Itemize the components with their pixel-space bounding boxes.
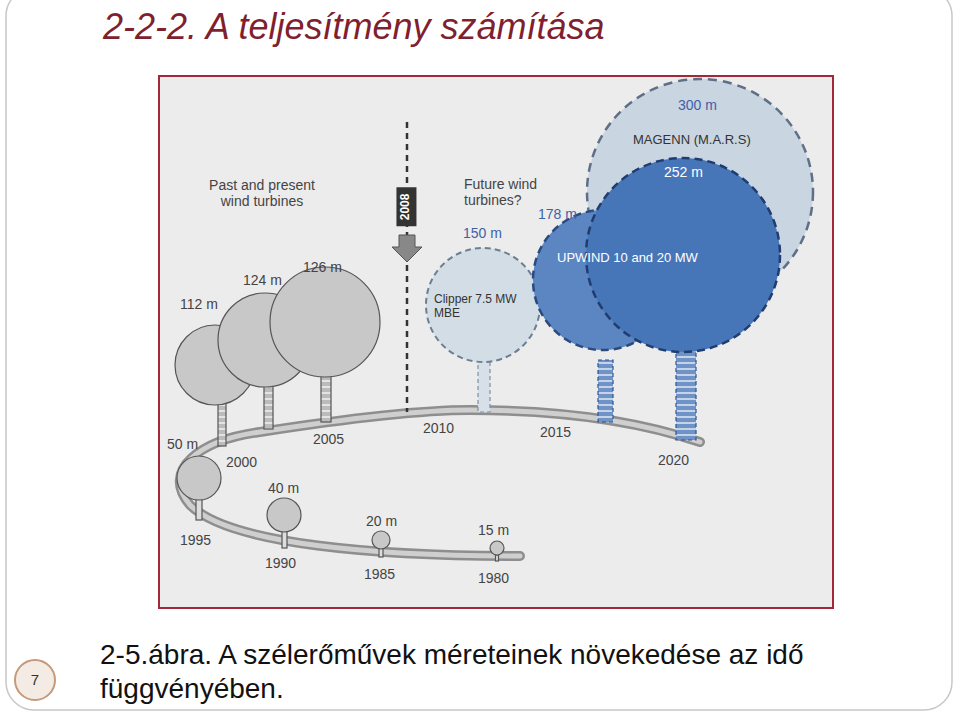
dimension-label: 300 m	[678, 97, 717, 113]
dimension-label: 20 m	[366, 513, 397, 529]
node-text: MAGENN (M.A.R.S)	[633, 132, 751, 148]
rotor-circle: UPWIND 10 and 20 MW	[533, 158, 780, 352]
year-label: 1995	[180, 532, 211, 548]
rotor-circle: Clipper 7.5 MW MBE	[425, 247, 541, 363]
dimension-label: 126 m	[303, 259, 342, 275]
year-label: 1990	[265, 555, 296, 571]
dimension-label: 150 m	[463, 225, 502, 241]
group-heading: Past and present wind turbines	[197, 177, 327, 209]
dimension-label: 252 m	[664, 164, 703, 180]
year-label: 2020	[658, 452, 689, 468]
slide-number: 7	[13, 658, 57, 702]
node-text: 7	[13, 658, 57, 702]
dimension-label: 50 m	[167, 436, 198, 452]
dimension-label: 112 m	[180, 296, 218, 312]
dimension-label: 124 m	[243, 272, 282, 288]
dimension-label: 178 m	[538, 206, 577, 222]
marker-year: 2008	[396, 188, 416, 227]
year-label: 1980	[478, 570, 509, 586]
group-heading: Future wind turbines?	[464, 176, 554, 208]
slide-title: 2-2-2. A teljesítmény számítása	[103, 6, 605, 48]
year-label: 2010	[423, 420, 454, 436]
year-label: 2015	[540, 424, 571, 440]
figure-caption: 2-5.ábra. A szélerőművek méreteinek növe…	[100, 638, 880, 705]
year-label: 1985	[364, 566, 395, 582]
node-text: Clipper 7.5 MW MBE	[434, 292, 518, 321]
dimension-label: 40 m	[268, 480, 299, 496]
dimension-label: 15 m	[478, 522, 509, 538]
year-label: 2000	[226, 454, 257, 470]
year-label: 2005	[313, 431, 344, 447]
node-text: UPWIND 10 and 20 MW	[557, 250, 698, 266]
